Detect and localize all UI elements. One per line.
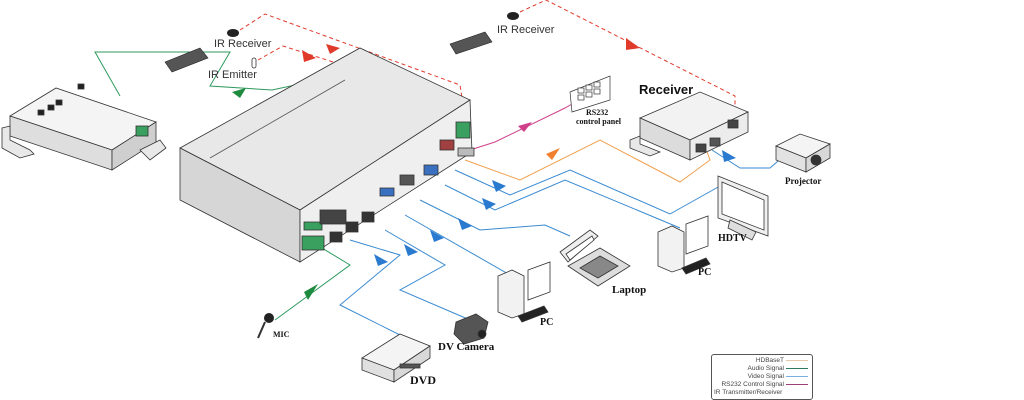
legend-label: IR Transmitter/Receiver (714, 388, 783, 396)
laptop-device (559, 229, 631, 287)
ir-emitter-device (251, 57, 257, 69)
video-arrows (374, 150, 736, 266)
label-pc-right: PC (698, 267, 712, 278)
label-rs232-panel-line2: control panel (576, 117, 621, 126)
hdtv-device (717, 175, 769, 241)
receiver-device (629, 91, 749, 161)
hdbaset-line (464, 139, 711, 183)
video-line-dvcamera (384, 229, 471, 321)
label-dv-camera: DV Camera (438, 341, 495, 353)
legend-label: Audio Signal (747, 364, 785, 372)
pc-right-device (657, 215, 711, 275)
audio-arrow-mic (304, 284, 318, 300)
legend-item-ir: IR Transmitter/Receiver (714, 388, 782, 396)
video-line-laptop (419, 199, 571, 237)
video-line-dvd (339, 239, 402, 336)
legend-item-rs232: RS232 Control Signal (721, 380, 808, 388)
audio-arrow-extender (232, 88, 246, 98)
projector-device (775, 133, 831, 173)
legend-item-hdbaset: HDBaseT (756, 356, 808, 364)
hdbaset-arrow (546, 148, 560, 160)
video-line-hdtv (454, 169, 721, 215)
label-laptop: Laptop (612, 284, 647, 296)
video-arrow-5 (404, 244, 418, 256)
ir-arrow-1 (326, 44, 340, 54)
dv-camera-device (453, 313, 489, 345)
label-receiver: Receiver (639, 82, 694, 97)
legend-swatch (786, 367, 808, 369)
label-ir-emitter: IR Emitter (208, 69, 257, 81)
video-arrow-6 (374, 254, 388, 266)
legend-item-audio: Audio Signal (747, 364, 808, 372)
ir-arrow-3 (626, 38, 640, 50)
legend-swatch (786, 375, 808, 377)
video-arrow-projector (722, 150, 736, 162)
label-ir-receiver-2: IR Receiver (497, 24, 555, 36)
legend-swatch (786, 359, 808, 361)
rs232-arrow (518, 122, 532, 132)
label-hdtv: HDTV (718, 233, 747, 244)
signal-legend: HDBaseT Audio Signal Video Signal RS232 … (711, 354, 813, 400)
wall-plate-extender (1, 83, 167, 171)
label-projector: Projector (785, 176, 822, 186)
video-line-pc-right (444, 179, 681, 229)
ir-arrow-2 (302, 50, 316, 62)
ir-receiver-sensor-2 (507, 12, 519, 20)
dvd-player-device (361, 333, 431, 383)
label-rs232-panel-line1: RS232 (586, 108, 609, 117)
label-mic: MIC (273, 330, 290, 339)
legend-item-video: Video Signal (748, 372, 808, 380)
remote-control-1 (164, 47, 209, 73)
ir-receiver-sensor-1 (227, 29, 239, 37)
microphone-device (257, 313, 274, 339)
label-pc-left: PC (540, 317, 554, 328)
ir-line-receiver-2 (519, 0, 736, 130)
video-arrow-4 (430, 230, 444, 242)
legend-label: RS232 Control Signal (721, 380, 784, 388)
remote-control-2 (449, 31, 493, 55)
video-arrow-1 (492, 180, 506, 192)
legend-swatch (786, 383, 808, 385)
pc-left-device (497, 261, 551, 323)
legend-label: Video Signal (747, 372, 784, 380)
video-arrow-3 (458, 218, 472, 230)
rs232-control-panel-device (569, 75, 611, 113)
main-switcher-unit (179, 47, 475, 263)
label-ir-receiver-1: IR Receiver (214, 38, 272, 50)
audio-line-extender (94, 51, 301, 97)
label-dvd: DVD (410, 373, 436, 387)
video-lines (339, 149, 786, 336)
legend-label: HDBaseT (755, 356, 784, 364)
rs232-line (469, 103, 573, 151)
video-arrow-2 (482, 198, 496, 210)
